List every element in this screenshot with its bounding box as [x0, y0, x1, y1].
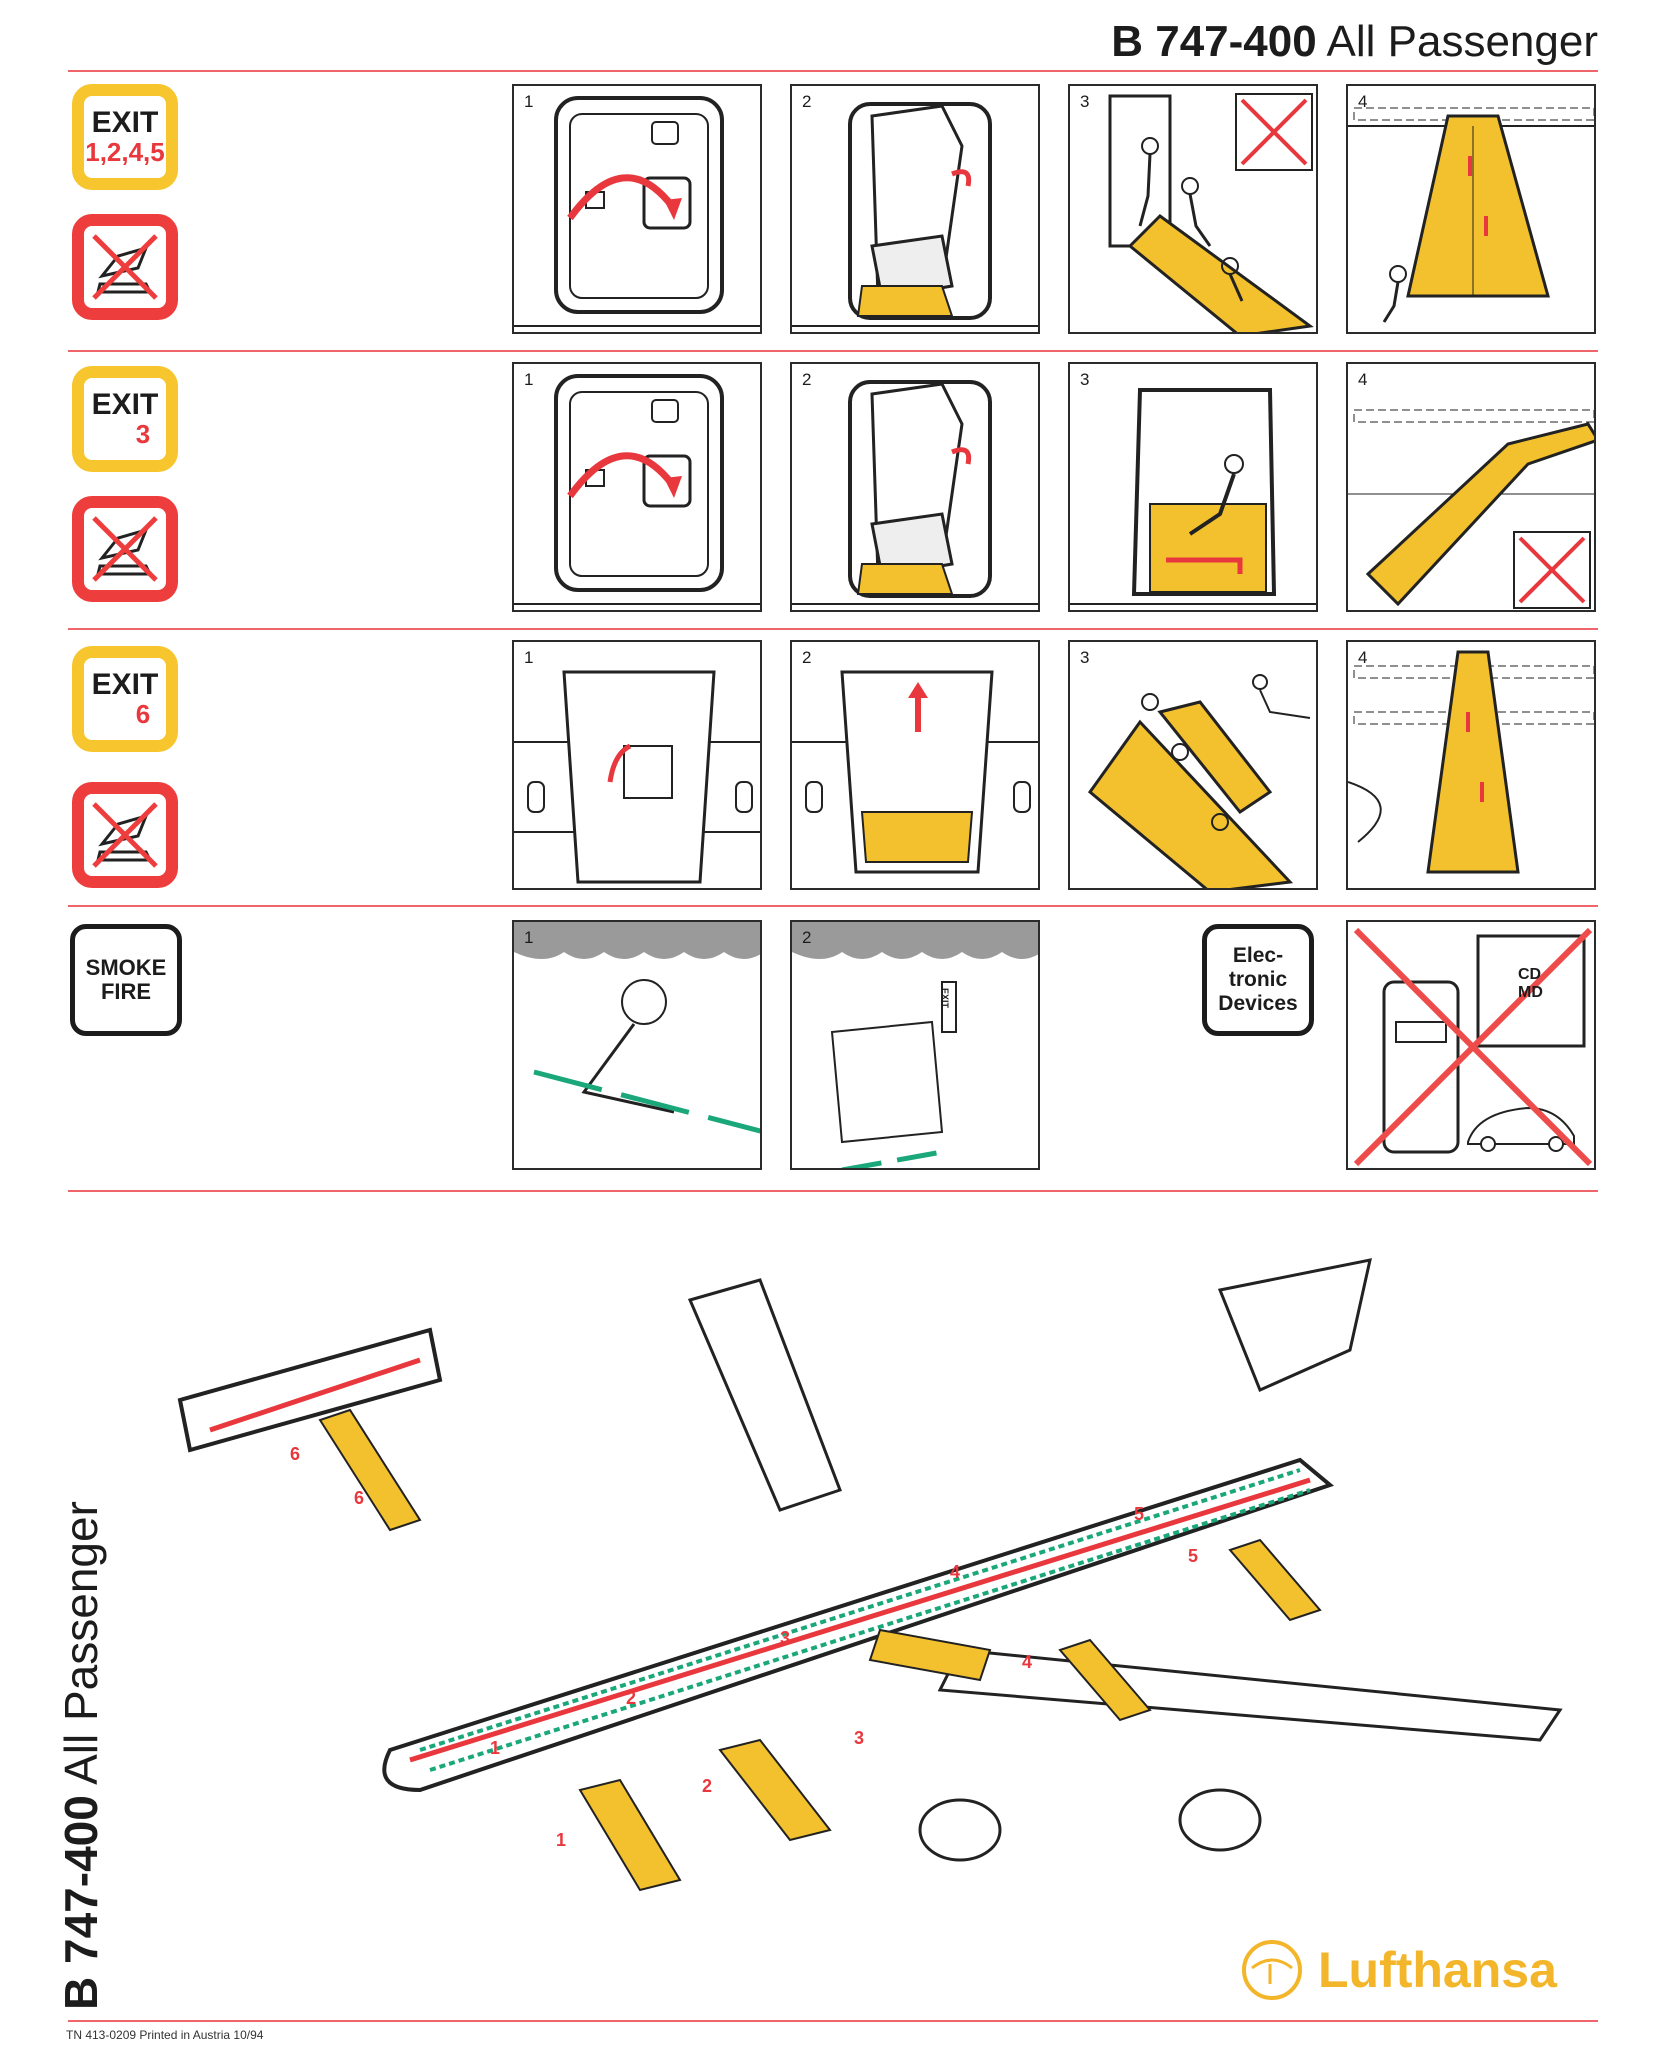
cd-label: CD: [1518, 966, 1542, 983]
step-panel: 1: [512, 362, 762, 612]
step-panel: 2: [790, 84, 1040, 334]
step-panel: 4: [1346, 84, 1596, 334]
electronics-panel: CD MD: [1346, 920, 1596, 1170]
print-code: TN 413-0209 Printed in Austria 10/94: [66, 2028, 264, 2042]
rule: [68, 1190, 1598, 1192]
no-baggage-icon: [72, 496, 178, 602]
rule: [68, 70, 1598, 72]
exit-label-2: 2: [626, 1688, 637, 1708]
no-baggage-icon: [72, 214, 178, 320]
no-baggage-icon: [72, 782, 178, 888]
step-panel: 1: [512, 920, 762, 1170]
exit-label-4: 4: [950, 1562, 961, 1582]
rule: [68, 905, 1598, 907]
step-panel: 2: [790, 362, 1040, 612]
exit-label-2: 2: [702, 1776, 713, 1796]
rule: [68, 350, 1598, 352]
md-label: MD: [1518, 984, 1543, 1001]
exit-sign: EXIT: [940, 988, 950, 1009]
step-panel: 1: [512, 84, 762, 334]
lufthansa-brand: Lufthansa: [1240, 1938, 1557, 2002]
rule: [68, 628, 1598, 630]
exit-label-3: 3: [780, 1628, 791, 1648]
step-panel: 2: [790, 640, 1040, 890]
exit-label-6: 6: [290, 1444, 301, 1464]
exit-label-1: 1: [490, 1738, 501, 1758]
exit-label-5: 5: [1134, 1504, 1145, 1524]
step-panel: 3: [1068, 84, 1318, 334]
exit-label-3: 3: [854, 1728, 865, 1748]
step-panel: 4: [1346, 362, 1596, 612]
step-panel: 4: [1346, 640, 1596, 890]
exit-label-6: 6: [354, 1488, 365, 1508]
exit-label-4: 4: [1022, 1652, 1033, 1672]
step-panel: 3: [1068, 362, 1318, 612]
rule: [68, 2020, 1598, 2022]
crane-logo-icon: [1242, 1940, 1302, 2000]
step-panel: 2 EXIT: [790, 920, 1040, 1170]
aircraft-diagram: [177, 1258, 1563, 1892]
exit-label-1: 1: [556, 1830, 567, 1850]
step-panel: 1: [512, 640, 762, 890]
step-panel: 3: [1068, 640, 1318, 890]
exit-label-5: 5: [1188, 1546, 1199, 1566]
card-title: B 747-400 All Passenger: [1111, 17, 1598, 66]
